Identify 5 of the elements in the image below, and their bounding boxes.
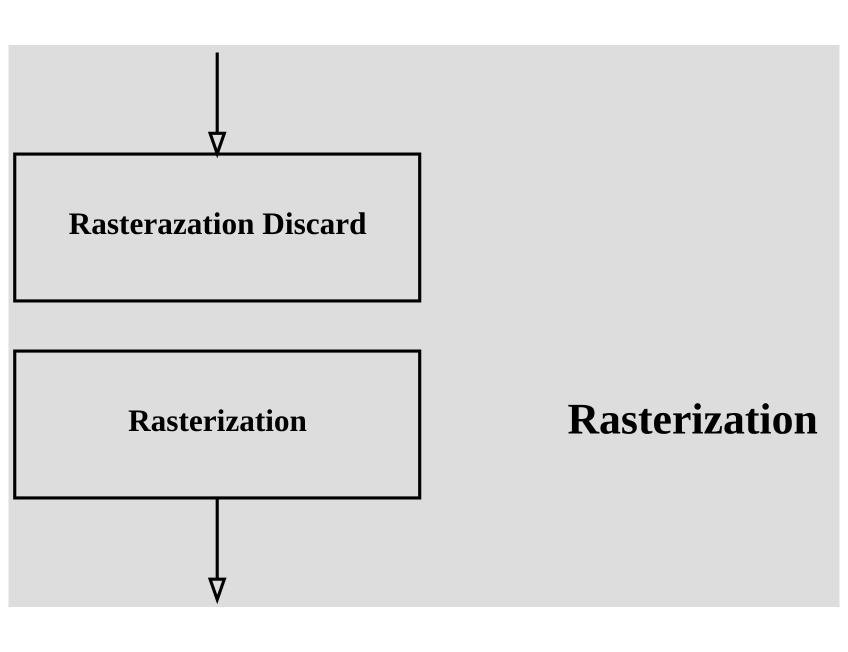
arrow	[208, 52, 227, 158]
label: Rasterization	[567, 396, 818, 444]
arrow	[208, 498, 227, 604]
node-box: Rasterazation Discard	[13, 152, 422, 303]
node-box: Rasterization	[13, 349, 422, 500]
